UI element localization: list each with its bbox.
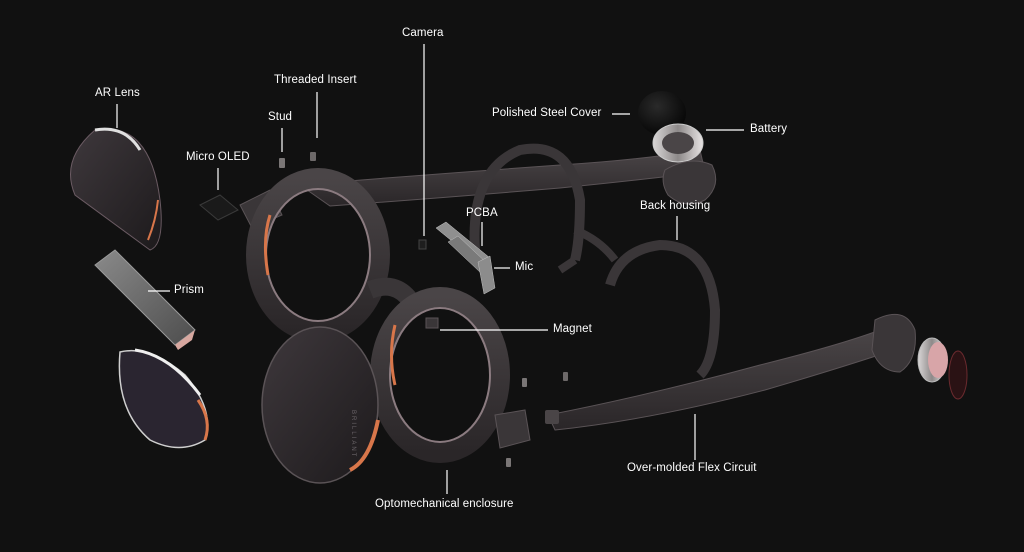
label-polished-steel-cover: Polished Steel Cover <box>492 107 602 119</box>
small-part <box>563 372 568 381</box>
battery-stack-part <box>638 91 717 205</box>
magnet-part <box>425 317 439 329</box>
small-part <box>522 378 527 387</box>
label-threaded-insert: Threaded Insert <box>274 74 357 86</box>
lower-lens-half-part <box>118 348 209 449</box>
label-camera: Camera <box>402 27 444 39</box>
lens-engraving: BRILLIANT <box>350 410 356 459</box>
optomechanical-lens-disc <box>261 326 380 484</box>
label-pcba: PCBA <box>466 207 498 219</box>
leader-lines <box>116 44 744 494</box>
label-magnet: Magnet <box>553 323 592 335</box>
label-mic: Mic <box>515 261 534 273</box>
label-optomechanical-enclosure: Optomechanical enclosure <box>375 498 514 510</box>
label-prism: Prism <box>174 284 204 296</box>
back-housing-frame-part <box>469 143 721 379</box>
right-temple-arm-part <box>545 313 968 431</box>
camera-part <box>418 239 427 250</box>
label-back-housing: Back housing <box>640 200 711 212</box>
small-part <box>506 458 511 467</box>
label-ar-lens: AR Lens <box>95 87 140 99</box>
prism-part <box>94 249 196 350</box>
label-stud: Stud <box>268 111 293 123</box>
micro-oled-part <box>199 194 239 221</box>
stud-part <box>279 158 285 168</box>
threaded-insert-part <box>310 152 316 161</box>
label-micro-oled: Micro OLED <box>186 151 250 163</box>
back-housing-cap <box>662 160 717 205</box>
label-over-molded-flex-circuit: Over-molded Flex Circuit <box>627 462 757 474</box>
label-battery: Battery <box>750 123 788 135</box>
ar-lens-part <box>70 127 162 251</box>
pcba-part <box>435 221 496 295</box>
